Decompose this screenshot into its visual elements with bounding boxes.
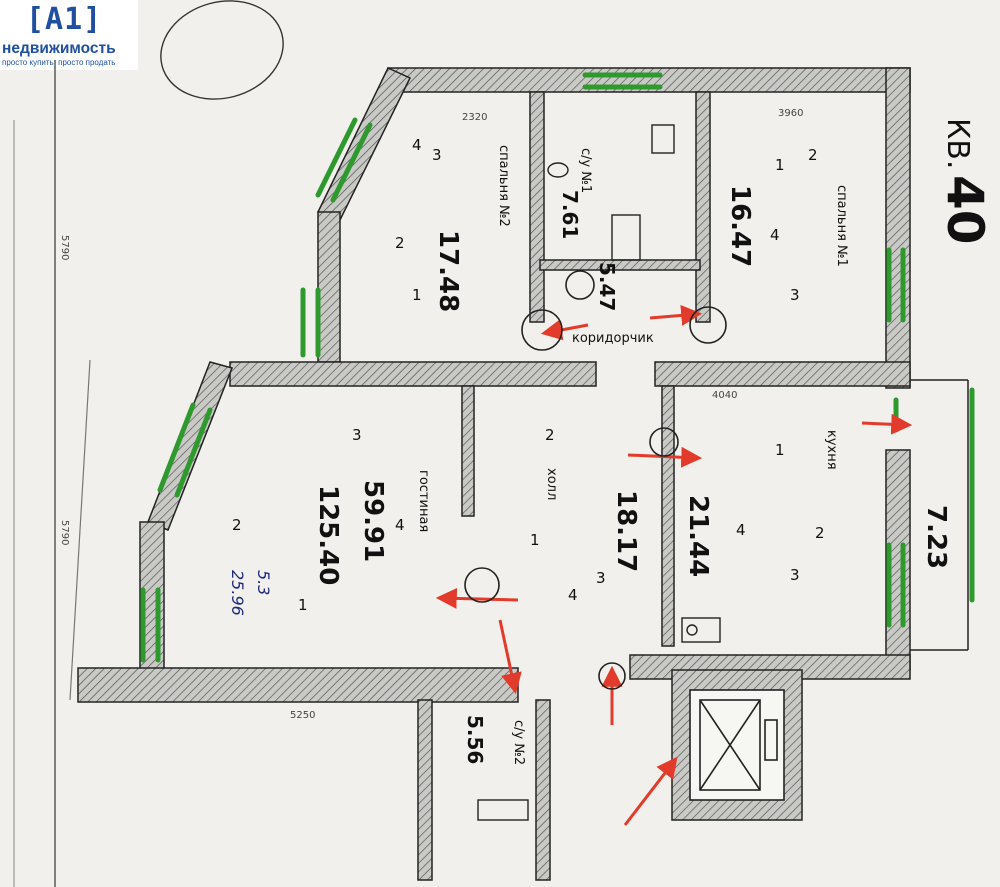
marker-4d: 4 [736, 521, 746, 539]
handwritten-circle [160, 0, 284, 100]
margin-lines [13, 60, 91, 887]
elevator-shaft [689, 689, 785, 801]
room-area-hall: 18.17 [611, 490, 641, 572]
logo-tagline: просто купить, просто продать [2, 58, 116, 67]
dim-bedroom-1: 3960 [778, 108, 803, 119]
handwritten-notes: 25.96 5.3 [228, 570, 273, 616]
dim-bedroom-2: 2320 [462, 112, 487, 123]
marker-2: 2 [808, 146, 818, 164]
dim-left-upper: 5790 [59, 235, 70, 260]
fixtures [477, 124, 721, 821]
marker-4c: 4 [395, 516, 405, 534]
room-area-kitchen: 21.44 [683, 495, 713, 577]
dimensions: 5790 5790 5250 4040 2320 3960 [59, 108, 803, 721]
room-name-bathroom-1: с/у №1 [578, 148, 593, 193]
room-name-bathroom-2: с/у №2 [511, 720, 526, 765]
marker-4e: 4 [568, 586, 578, 604]
door-circles [464, 270, 727, 690]
logo: [A1] недвижимость просто купить, просто … [0, 0, 138, 70]
marker-4: 4 [770, 226, 780, 244]
dim-left-lower: 5790 [59, 520, 70, 545]
room-area-corridor: 5.47 [595, 262, 619, 311]
handwritten-area: 25.96 [228, 570, 247, 616]
room-name-bedroom-2: спальня №2 [496, 145, 511, 227]
apartment-label: КВ. 40 [936, 118, 994, 245]
marker-4b: 4 [412, 136, 422, 154]
room-names: спальня №1 спальня №2 с/у №1 коридорчик … [416, 145, 849, 765]
room-area-living: 59.91 [358, 480, 388, 562]
walls [77, 67, 911, 881]
room-name-corridor: коридорчик [572, 331, 654, 346]
marker-3d: 3 [790, 566, 800, 584]
room-area-bedroom-2: 17.48 [433, 230, 463, 312]
room-name-bedroom-1: спальня №1 [834, 185, 849, 267]
handwritten-small: 5.3 [254, 570, 273, 595]
room-name-hall: холл [544, 468, 559, 500]
room-area-balcony: 7.23 [921, 505, 951, 569]
dim-bottom: 5250 [290, 710, 315, 721]
marker-1d: 1 [775, 441, 785, 459]
room-area-bathroom-2: 5.56 [463, 715, 487, 764]
marker-1e: 1 [530, 531, 540, 549]
dim-kitchen: 4040 [712, 390, 737, 401]
section-markers: 1 2 3 4 1 2 3 4 1 2 3 4 1 2 3 4 2 1 3 4 [232, 136, 825, 614]
marker-2d: 2 [815, 524, 825, 542]
total-area: 125.40 [313, 485, 343, 585]
marker-1c: 1 [298, 596, 308, 614]
room-area-bedroom-1: 16.47 [725, 185, 755, 267]
room-name-kitchen: кухня [824, 430, 839, 470]
marker-2e: 2 [545, 426, 555, 444]
marker-3: 3 [790, 286, 800, 304]
apartment-number: 40 [936, 175, 994, 245]
marker-3e: 3 [596, 569, 606, 587]
logo-mark: [A1] [26, 2, 103, 37]
marker-3c: 3 [352, 426, 362, 444]
marker-2b: 2 [395, 234, 405, 252]
room-areas: 16.47 17.48 7.61 5.47 59.91 18.17 21.44 … [313, 185, 951, 764]
logo-name: недвижимость [2, 40, 116, 57]
apartment-prefix: КВ. [940, 118, 975, 169]
room-name-living: гостиная [416, 470, 431, 532]
marker-1b: 1 [412, 286, 422, 304]
marker-3b: 3 [432, 146, 442, 164]
marker-1: 1 [775, 156, 785, 174]
room-area-bathroom-1: 7.61 [558, 190, 582, 239]
red-arrows [435, 304, 913, 826]
marker-2c: 2 [232, 516, 242, 534]
balcony-outline [910, 379, 969, 651]
